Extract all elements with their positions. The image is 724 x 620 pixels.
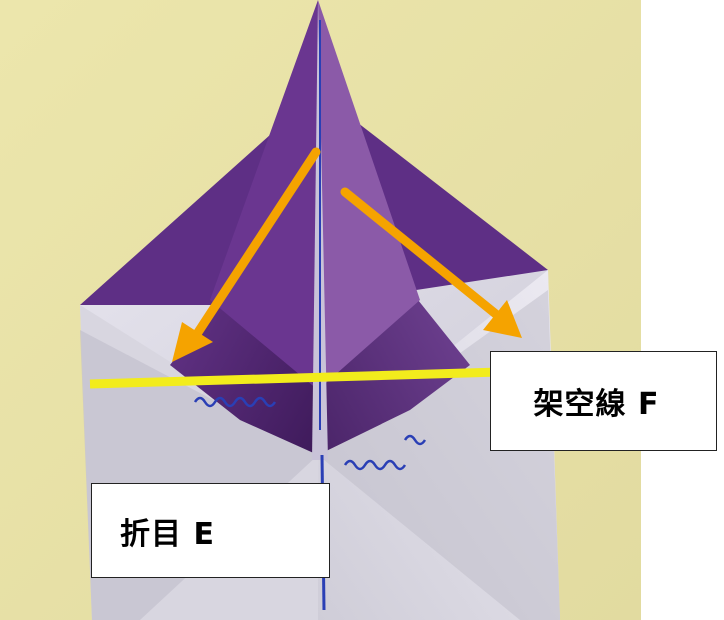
imaginary-line-label: 架空線 F <box>533 387 660 422</box>
imaginary-line-label-box: 架空線 F <box>490 351 717 451</box>
blue-wavy-left <box>193 396 277 408</box>
yellow-guide-line <box>89 367 501 389</box>
arrow-right-down-icon <box>340 187 522 338</box>
fold-line-label-box: 折目 E <box>91 483 330 578</box>
purple-spike-left <box>210 0 318 390</box>
fold-line-label: 折目 E <box>120 516 215 552</box>
blue-wavy-right <box>343 434 427 471</box>
arrow-left-down-icon <box>172 147 321 362</box>
purple-spike-right <box>318 0 420 390</box>
